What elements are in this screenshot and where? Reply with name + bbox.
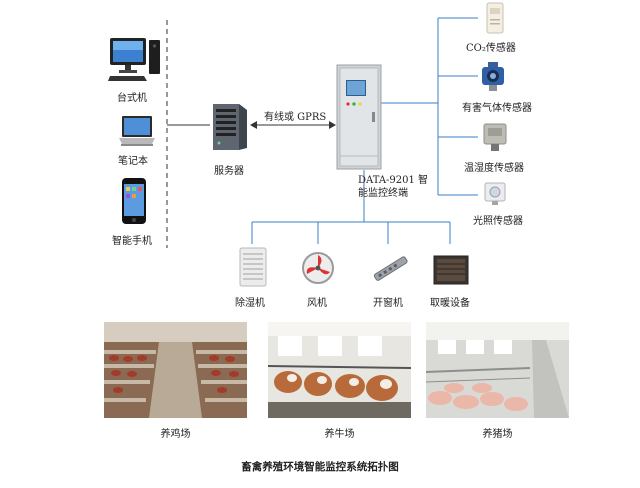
gas-sensor-icon (478, 62, 508, 92)
temp-humidity-sensor-label: 温湿度传感器 (464, 163, 524, 174)
arrowhead-left (250, 121, 257, 129)
fan-icon (301, 251, 335, 285)
server-label: 服务器 (214, 166, 244, 177)
server-tower-icon (207, 100, 251, 152)
pig-farm-photo (426, 322, 569, 418)
chicken-farm-photo (104, 322, 247, 418)
pig-farm-caption: 养猪场 (482, 429, 513, 440)
light-sensor-label: 光照传感器 (473, 216, 523, 227)
cattle-farm-photo (268, 322, 411, 418)
co2-sensor-icon (485, 2, 505, 34)
terminal-label: DATA-9201 智能监控终端 (358, 175, 429, 199)
dehumidifier-icon (238, 247, 268, 287)
desktop-computer-icon (108, 36, 162, 82)
laptop-icon (118, 114, 156, 148)
chicken-farm-caption: 养鸡场 (160, 429, 191, 440)
heater-label: 取暖设备 (430, 298, 470, 309)
cattle-farm-caption: 养牛场 (324, 429, 355, 440)
desktop-label: 台式机 (117, 93, 147, 104)
dehumidifier-label: 除湿机 (235, 298, 265, 309)
gas-sensor-label: 有害气体传感器 (462, 103, 532, 114)
smartphone-icon (121, 177, 147, 225)
window-opener-icon (370, 253, 412, 285)
phone-label: 智能手机 (112, 236, 152, 247)
laptop-label: 笔记本 (118, 156, 148, 167)
fan-label: 风机 (307, 298, 327, 309)
link-label: 有线或 GPRS (264, 112, 327, 123)
co2-sensor-label: CO₂传感器 (466, 43, 516, 54)
arrowhead-right (329, 121, 336, 129)
control-cabinet-icon (336, 64, 382, 170)
diagram-title: 畜禽养殖环境智能监控系统拓扑图 (241, 461, 399, 473)
light-sensor-icon (482, 180, 508, 206)
window-opener-label: 开窗机 (373, 298, 403, 309)
temp-humidity-sensor-icon (481, 122, 509, 152)
heater-icon (433, 255, 469, 285)
